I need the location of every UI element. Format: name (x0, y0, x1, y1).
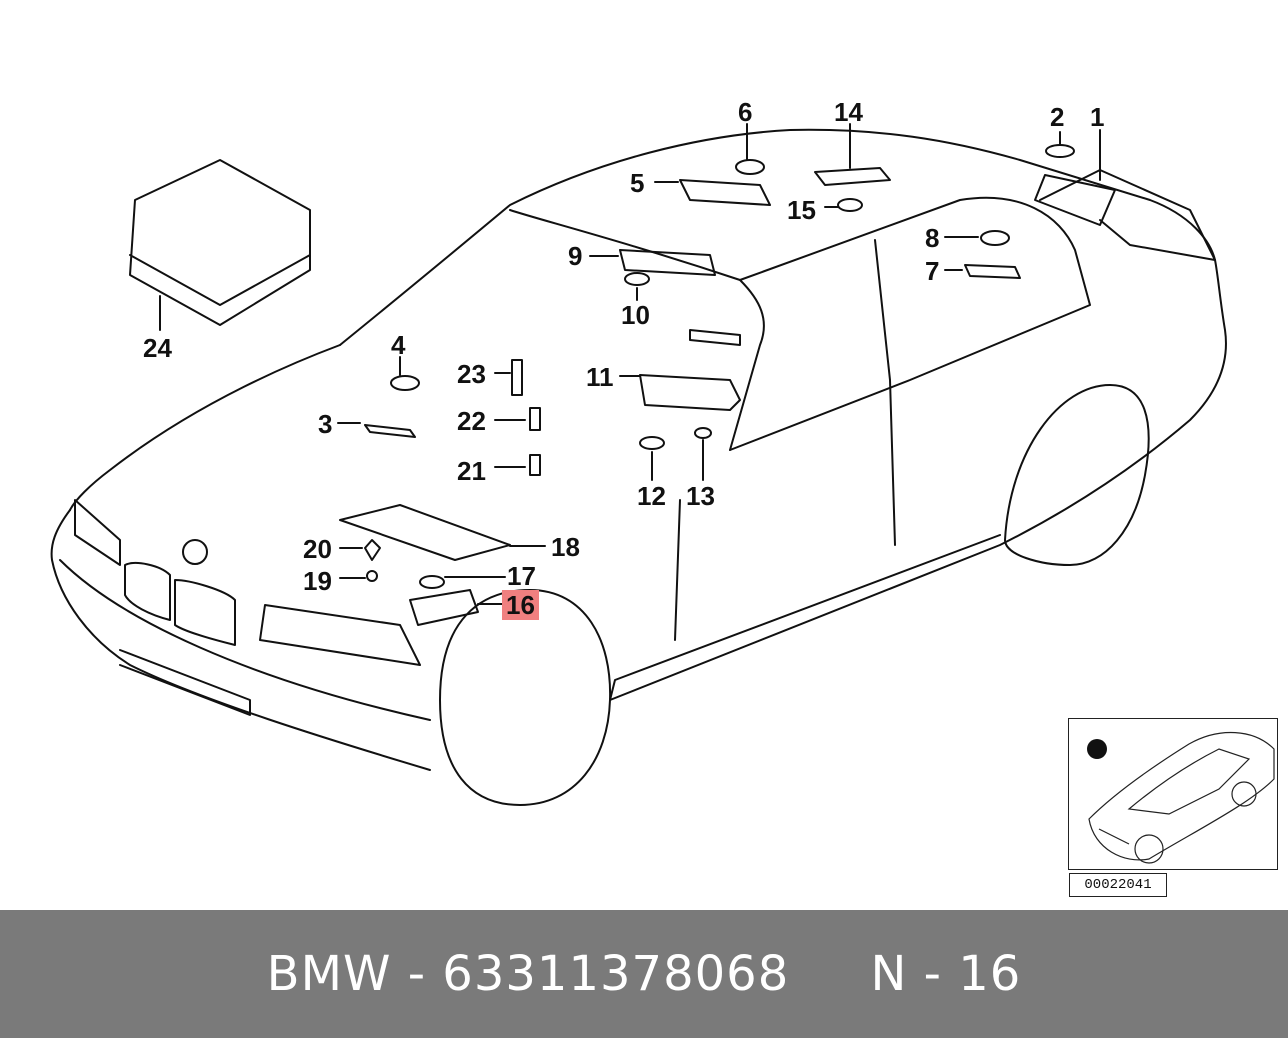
part-19-screw (366, 570, 378, 582)
footer-part-number: BMW - 63311378068 N - 16 (266, 946, 1022, 1002)
vehicle-thumbnail (1068, 718, 1278, 870)
part-13-bulb (694, 427, 712, 439)
callout-19: 19 (303, 566, 332, 596)
part-1-trunk-light (1034, 174, 1116, 226)
car-side-lower (609, 259, 1227, 701)
part-9-dome-light (619, 249, 716, 276)
callout-20: 20 (303, 534, 332, 564)
part-18-bracket-plate (339, 504, 511, 561)
front-bumper (59, 559, 431, 721)
front-lower-vent (119, 649, 251, 716)
car-windshield (729, 279, 765, 451)
part-7-bracket (964, 264, 1021, 279)
part-4-bulb (390, 375, 420, 391)
callout-5: 5 (630, 168, 645, 198)
part-3-bracket (364, 424, 416, 438)
callout-11: 11 (586, 362, 614, 392)
callout-23: 23 (457, 359, 486, 389)
part-16-lamp (409, 589, 479, 626)
callout-13: 13 (686, 481, 715, 511)
callout-3: 3 (318, 409, 333, 439)
callout-10: 10 (621, 300, 650, 330)
part-24-battery-box (129, 159, 311, 326)
callout-14: 14 (834, 97, 863, 127)
footer-bar: BMW - 63311378068 N - 16 (0, 910, 1288, 1038)
part-22-bulb (529, 407, 541, 431)
part-11-control-unit (639, 374, 741, 411)
part-5-interior-light (679, 179, 771, 206)
grille-left (124, 562, 171, 621)
diagram-reference-number: 00022041 (1069, 873, 1167, 897)
callout-15: 15 (787, 195, 816, 225)
part-15-bulb (837, 198, 863, 212)
car-sill (609, 534, 1001, 701)
rear-wheel (1004, 384, 1150, 566)
part-17-bulb (419, 575, 445, 589)
callout-8: 8 (925, 223, 940, 253)
callout-17: 17 (507, 561, 536, 591)
grille-right (174, 579, 236, 646)
callout-2: 2 (1050, 102, 1065, 132)
car-hood-line (69, 344, 341, 511)
callout-22: 22 (457, 406, 486, 436)
part-2-bulb (1045, 144, 1075, 158)
callout-24: 24 (143, 333, 172, 363)
part-14-lens (814, 167, 891, 186)
callout-21: 21 (457, 456, 486, 486)
part-12-bulb (639, 436, 665, 450)
part-23-bulb (511, 359, 523, 396)
car-trunk (1039, 169, 1216, 261)
part-8-bulb (980, 230, 1010, 246)
callout-6: 6 (738, 97, 753, 127)
parts-diagram (50, 123, 1227, 806)
car-roof-window (509, 196, 1091, 451)
car-roof-outline (339, 128, 1216, 346)
callout-4: 4 (391, 330, 406, 360)
part-10-bulb (624, 272, 650, 286)
part-20-clip (364, 539, 381, 561)
bmw-emblem (182, 539, 208, 565)
callout-16-highlighted: 16 (502, 590, 539, 620)
part-11-connector (689, 329, 741, 346)
part-6-bulb (735, 159, 765, 175)
car-front (50, 509, 431, 771)
front-wheel (439, 589, 612, 806)
callout-7: 7 (925, 256, 940, 286)
callout-1: 1 (1090, 102, 1105, 132)
callout-12: 12 (637, 481, 666, 511)
headlight-right (259, 604, 421, 666)
location-dot-icon (1087, 739, 1107, 759)
part-21-bulb (529, 454, 541, 476)
callout-9: 9 (568, 241, 583, 271)
headlight-left (74, 499, 121, 566)
car-door-line-2 (674, 499, 681, 641)
car-door-line-1 (874, 239, 896, 546)
callout-18: 18 (551, 532, 580, 562)
